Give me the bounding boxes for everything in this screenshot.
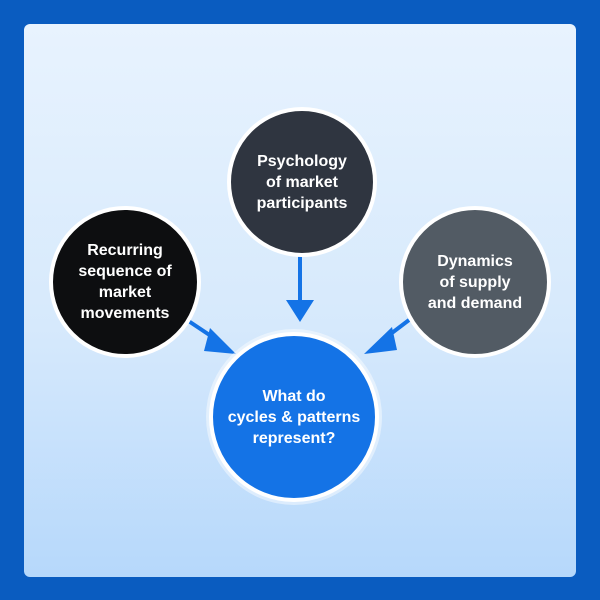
diagram-panel: Psychology of market participants Recurr… bbox=[24, 24, 576, 577]
node-psychology-label: Psychology of market participants bbox=[256, 152, 348, 212]
node-recurring-sequence-label: Recurring sequence of market movements bbox=[78, 242, 172, 322]
node-center-question-label: What do cycles & patterns represent? bbox=[227, 387, 361, 447]
node-psychology: Psychology of market participants bbox=[227, 107, 377, 257]
node-supply-demand: Dynamics of supply and demand bbox=[399, 206, 551, 358]
arrow-left-to-center bbox=[185, 318, 236, 354]
node-supply-demand-label: Dynamics of supply and demand bbox=[427, 252, 523, 312]
arrow-right-to-center bbox=[364, 318, 411, 354]
node-recurring-sequence: Recurring sequence of market movements bbox=[49, 206, 201, 358]
arrow-top-to-center bbox=[286, 248, 314, 322]
node-center-question: What do cycles & patterns represent? bbox=[209, 332, 379, 502]
